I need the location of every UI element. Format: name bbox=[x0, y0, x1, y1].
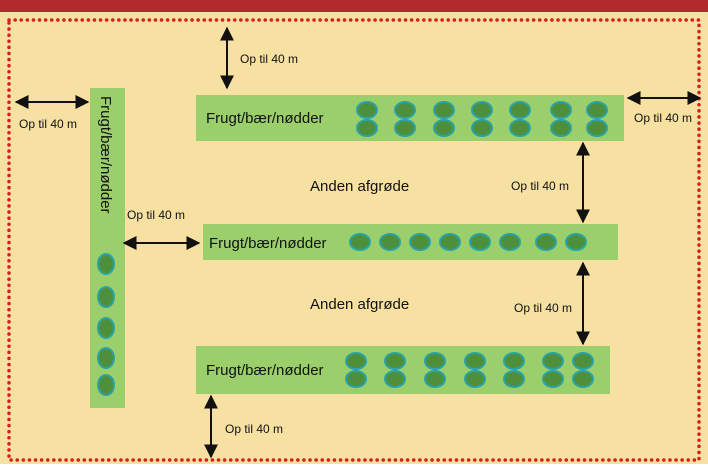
bush-icon bbox=[509, 119, 531, 137]
bush-icon bbox=[542, 352, 564, 370]
bush-icon bbox=[586, 119, 608, 137]
bush-icon bbox=[503, 370, 525, 388]
distance-between-lower-label: Op til 40 m bbox=[514, 301, 572, 315]
bush-icon bbox=[499, 233, 521, 251]
distance-left-label: Op til 40 m bbox=[19, 117, 77, 131]
bush-icon bbox=[572, 352, 594, 370]
strip-middle-label: Frugt/bær/nødder bbox=[209, 235, 327, 252]
field-border bbox=[7, 18, 701, 462]
bush-icon bbox=[433, 119, 455, 137]
bush-icon bbox=[464, 352, 486, 370]
bush-icon bbox=[572, 370, 594, 388]
distance-middle-left-label: Op til 40 m bbox=[127, 208, 185, 222]
bush-group-vertical bbox=[97, 253, 115, 396]
bush-group-middle bbox=[349, 233, 587, 251]
bush-icon bbox=[97, 374, 115, 396]
bush-icon bbox=[471, 101, 493, 119]
bush-icon bbox=[565, 233, 587, 251]
bush-icon bbox=[509, 101, 531, 119]
bush-icon bbox=[503, 352, 525, 370]
bush-icon bbox=[424, 370, 446, 388]
bush-icon bbox=[394, 101, 416, 119]
bush-icon bbox=[97, 347, 115, 369]
bush-icon bbox=[469, 233, 491, 251]
bush-icon bbox=[542, 370, 564, 388]
bush-icon bbox=[471, 119, 493, 137]
bush-icon bbox=[550, 119, 572, 137]
strip-bottom-label: Frugt/bær/nødder bbox=[206, 362, 324, 379]
bush-icon bbox=[409, 233, 431, 251]
bush-icon bbox=[97, 253, 115, 275]
bush-icon bbox=[433, 101, 455, 119]
bush-icon bbox=[384, 370, 406, 388]
strip-top-label: Frugt/bær/nødder bbox=[206, 110, 324, 127]
bush-icon bbox=[349, 233, 371, 251]
bush-icon bbox=[345, 352, 367, 370]
other-crop-upper-label: Anden afgrøde bbox=[310, 178, 409, 195]
distance-between-upper-label: Op til 40 m bbox=[511, 179, 569, 193]
bush-icon bbox=[345, 370, 367, 388]
bush-group-top bbox=[356, 101, 608, 137]
top-band bbox=[0, 0, 708, 12]
other-crop-lower-label: Anden afgrøde bbox=[310, 296, 409, 313]
distance-right-label: Op til 40 m bbox=[634, 111, 692, 125]
bush-icon bbox=[424, 352, 446, 370]
bush-icon bbox=[356, 119, 378, 137]
bush-icon bbox=[439, 233, 461, 251]
bush-icon bbox=[535, 233, 557, 251]
distance-top-label: Op til 40 m bbox=[240, 52, 298, 66]
bush-icon bbox=[97, 317, 115, 339]
strip-bottom bbox=[196, 346, 610, 394]
bush-icon bbox=[586, 101, 608, 119]
bush-icon bbox=[379, 233, 401, 251]
bush-icon bbox=[97, 286, 115, 308]
bush-group-bottom bbox=[345, 352, 594, 388]
strip-vertical-label: Frugt/bær/nødder bbox=[97, 96, 114, 214]
bush-icon bbox=[394, 119, 416, 137]
bush-icon bbox=[464, 370, 486, 388]
bush-icon bbox=[384, 352, 406, 370]
bush-icon bbox=[356, 101, 378, 119]
distance-bottom-label: Op til 40 m bbox=[225, 422, 283, 436]
bush-icon bbox=[550, 101, 572, 119]
